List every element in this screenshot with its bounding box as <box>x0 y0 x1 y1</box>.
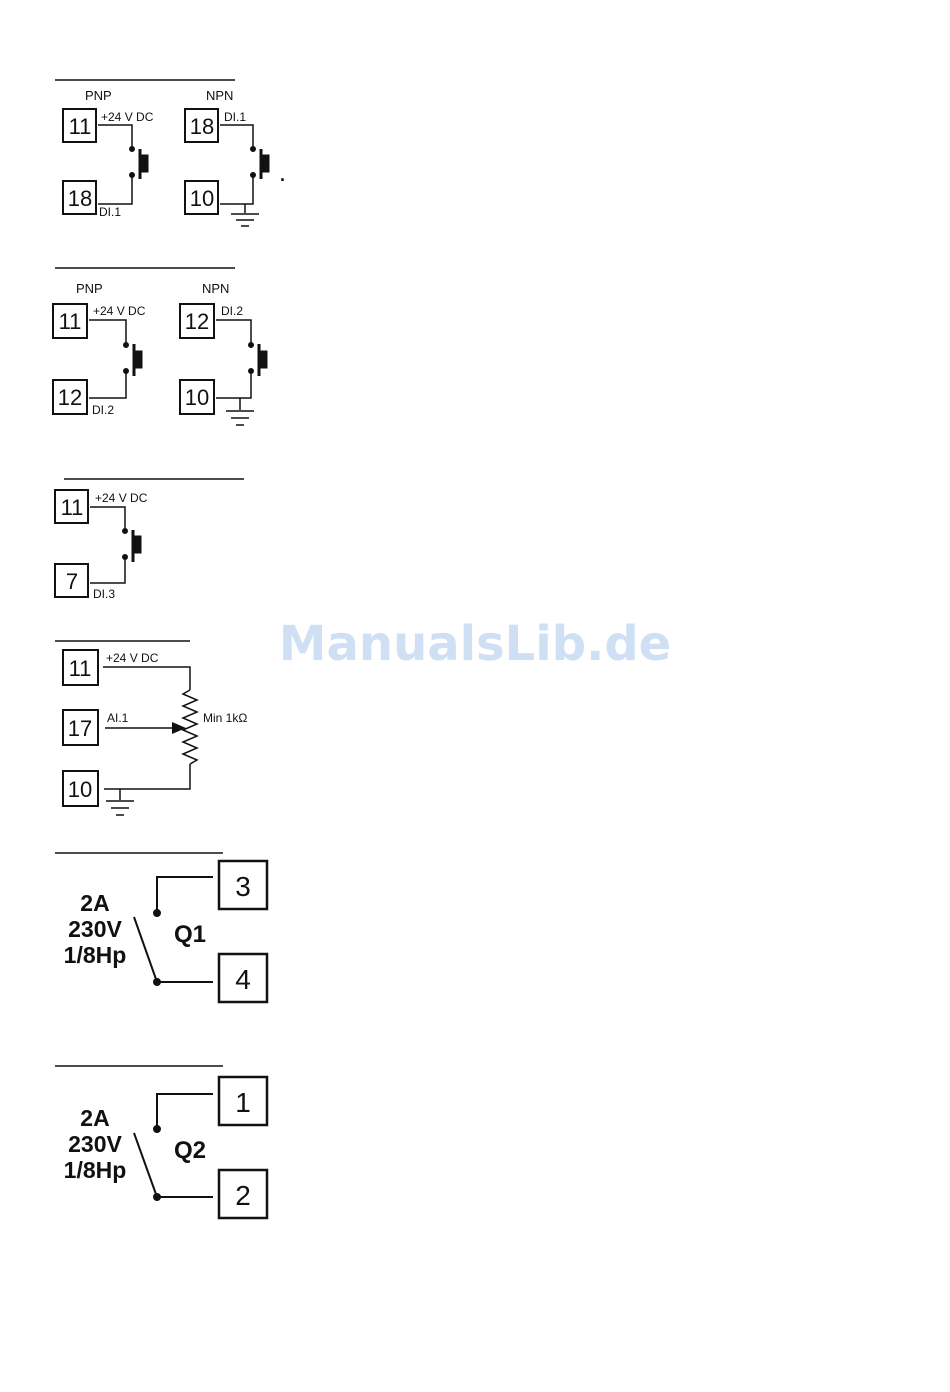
relay-name: Q1 <box>174 921 206 948</box>
terminal-label: 18 <box>190 114 214 139</box>
contact-dot <box>154 910 161 917</box>
wire <box>157 1094 213 1127</box>
contact-dot <box>124 343 129 348</box>
pushbutton-icon <box>134 351 142 368</box>
ground-icon <box>226 398 254 425</box>
terminal-label: 7 <box>66 569 78 594</box>
terminal-label: 11 <box>69 114 92 139</box>
terminal-label: 11 <box>69 656 92 681</box>
ground-icon <box>106 789 134 815</box>
pushbutton-icon <box>133 536 141 553</box>
wire <box>220 176 253 204</box>
resistance-label: Min 1kΩ <box>203 711 247 725</box>
terminal-label: 18 <box>68 186 92 211</box>
rating-voltage: 230V <box>68 1131 122 1157</box>
wire <box>90 558 125 583</box>
rating-current: 2A <box>80 890 109 916</box>
input-label: DI.2 <box>221 304 243 318</box>
supply-label: +24 V DC <box>106 651 159 665</box>
wire <box>216 372 251 398</box>
rating-power: 1/8Hp <box>64 942 127 968</box>
input-label: DI.1 <box>99 205 121 219</box>
terminal-label: 11 <box>59 309 82 334</box>
rating-power: 1/8Hp <box>64 1157 127 1183</box>
terminal-label: 12 <box>58 385 82 410</box>
contact-dot <box>251 147 256 152</box>
wire <box>220 125 253 148</box>
contact-dot <box>130 147 135 152</box>
contact-dot <box>130 173 135 178</box>
contact-dot <box>123 529 128 534</box>
di1-pnp-header: PNP <box>85 88 112 103</box>
terminal-label: 11 <box>61 495 84 520</box>
contact-dot <box>249 369 254 374</box>
wire <box>216 320 251 344</box>
contact-dot <box>251 173 256 178</box>
terminal-label: 3 <box>235 871 251 902</box>
pushbutton-icon <box>259 351 267 368</box>
supply-label: +24 V DC <box>101 110 154 124</box>
ground-icon <box>231 204 259 226</box>
supply-label: +24 V DC <box>93 304 146 318</box>
terminal-label: 10 <box>190 186 214 211</box>
contact-dot <box>124 369 129 374</box>
rating-voltage: 230V <box>68 916 122 942</box>
terminal-label: 12 <box>185 309 209 334</box>
terminal-label: 10 <box>185 385 209 410</box>
dot-mark: . <box>280 165 285 185</box>
di2-pnp-header: PNP <box>76 281 103 296</box>
input-label: DI.1 <box>224 110 246 124</box>
wire <box>103 667 190 690</box>
input-label: DI.3 <box>93 587 115 601</box>
potentiometer-icon <box>183 690 197 764</box>
wire <box>89 320 126 344</box>
wire <box>98 125 132 148</box>
di2-npn-header: NPN <box>202 281 229 296</box>
contact-dot <box>154 1126 161 1133</box>
terminal-label: 2 <box>235 1180 251 1211</box>
input-label: DI.2 <box>92 403 114 417</box>
terminal-label: 10 <box>68 777 92 802</box>
terminal-label: 1 <box>235 1087 251 1118</box>
pushbutton-icon <box>261 155 269 172</box>
pushbutton-icon <box>140 155 148 172</box>
terminal-label: 17 <box>68 716 92 741</box>
wire <box>98 176 132 204</box>
wire <box>90 507 125 530</box>
wire <box>104 764 190 789</box>
wire <box>157 877 213 911</box>
contact-dot <box>249 343 254 348</box>
input-label: AI.1 <box>107 711 129 725</box>
wiper-arrow-icon <box>172 722 186 734</box>
di1-npn-header: NPN <box>206 88 233 103</box>
watermark: ManualsLib.de <box>279 616 671 672</box>
contact-dot <box>123 555 128 560</box>
supply-label: +24 V DC <box>95 491 148 505</box>
rating-current: 2A <box>80 1105 109 1131</box>
wire <box>89 372 126 398</box>
relay-name: Q2 <box>174 1137 206 1164</box>
relay-switch-icon <box>134 1133 157 1197</box>
relay-switch-icon <box>134 917 157 982</box>
terminal-label: 4 <box>235 964 251 995</box>
